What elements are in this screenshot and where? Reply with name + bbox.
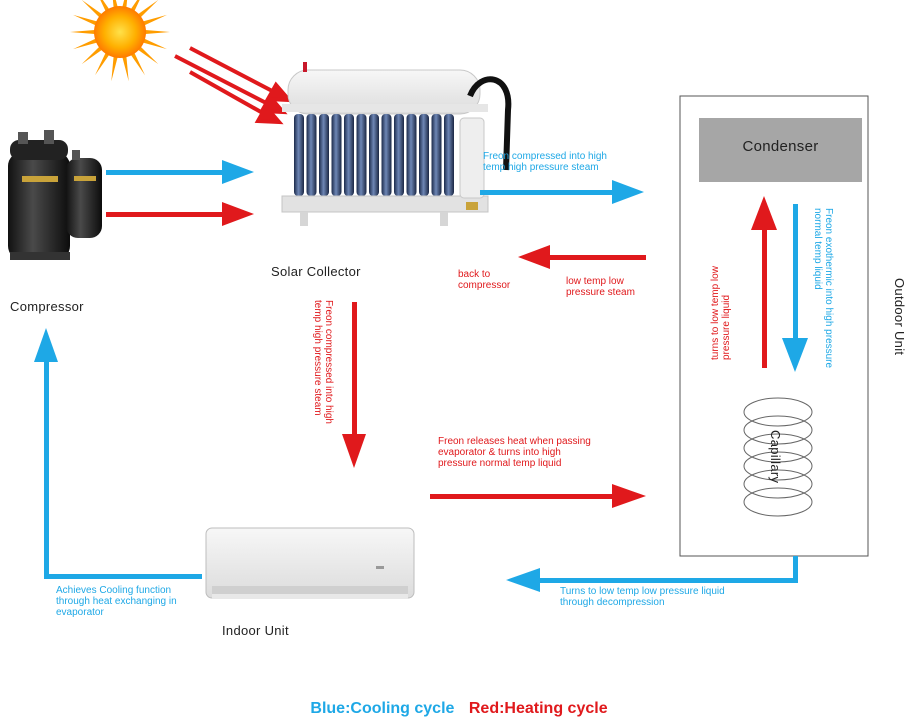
sun-ray <box>130 51 145 76</box>
freon-releases-heat-note: Freon releases heat when passing evapora… <box>438 436 591 469</box>
collector-outdoor-arrows <box>480 180 646 269</box>
freon-compressed-right-note: Freon compressed into high temp high pre… <box>483 151 607 173</box>
sun-ray <box>73 38 99 50</box>
indoor-to-compressor-arrow <box>34 328 202 579</box>
legend-heating: Red:Heating cycle <box>468 700 608 717</box>
condenser-arrows <box>751 196 808 372</box>
vacuum-tube <box>356 114 367 196</box>
sun-ray-arrows <box>174 46 294 125</box>
sun-ray <box>81 45 104 65</box>
condenser-label: Condenser <box>742 138 819 155</box>
compressor-to-collector-arrows <box>106 160 254 226</box>
compressor-label: Compressor <box>10 299 84 314</box>
outdoor-to-indoor-arrow <box>506 556 798 592</box>
vacuum-tube <box>381 114 392 196</box>
freon-exothermic-note: Freon exothermic into high pressure norm… <box>812 208 834 369</box>
sun-ray <box>111 55 118 82</box>
outdoor-unit-label: Outdoor Unit <box>892 278 907 356</box>
vacuum-tube <box>406 114 417 196</box>
indoor-unit-image <box>205 527 415 599</box>
vacuum-tube <box>369 114 379 196</box>
vacuum-tube <box>306 114 317 196</box>
sun-ray <box>136 45 159 65</box>
turns-low-temp-note: turns to low temp low pressure liquid <box>710 266 732 360</box>
sun-ray <box>95 51 110 76</box>
indoor-to-outdoor-arrow <box>430 484 646 508</box>
indoor-unit-label: Indoor Unit <box>222 623 289 638</box>
decompression-note: Turns to low temp low pressure liquid th… <box>560 586 725 608</box>
sun-ray <box>136 0 159 19</box>
vacuum-tube <box>431 114 442 196</box>
sun-ray <box>141 38 167 50</box>
outdoor-unit-box <box>679 95 869 557</box>
solar-collector-image <box>281 62 512 226</box>
sun-ray <box>122 55 129 82</box>
back-to-compressor-note: back to compressor <box>458 269 511 291</box>
sun-ray <box>143 29 170 35</box>
collector-to-indoor-arrow <box>342 302 366 468</box>
vacuum-tube <box>444 114 454 196</box>
solar-collector-label: Solar Collector <box>271 264 361 279</box>
vacuum-tube <box>331 114 342 196</box>
vacuum-tube <box>344 114 354 196</box>
sun-ray <box>141 14 167 26</box>
sun-ray <box>70 29 97 35</box>
vacuum-tube <box>294 114 304 196</box>
sun-icon <box>70 0 170 82</box>
achieves-cooling-note: Achieves Cooling function through heat e… <box>56 585 177 618</box>
low-temp-steam-note: low temp low pressure steam <box>566 276 635 298</box>
sun-ray <box>81 0 104 19</box>
compressor-image <box>8 130 102 260</box>
freon-compressed-down-note: Freon compressed into high temp high pre… <box>312 300 334 424</box>
legend: Blue:Cooling cycle Red:Heating cycle <box>0 700 918 718</box>
vacuum-tube <box>394 114 404 196</box>
capillary-label: Capillary <box>768 430 783 484</box>
legend-cooling: Blue:Cooling cycle <box>310 700 455 717</box>
capillary-coil-icon <box>743 397 813 517</box>
sun-ray <box>73 14 99 26</box>
vacuum-tube <box>319 114 329 196</box>
vacuum-tube <box>419 114 429 196</box>
